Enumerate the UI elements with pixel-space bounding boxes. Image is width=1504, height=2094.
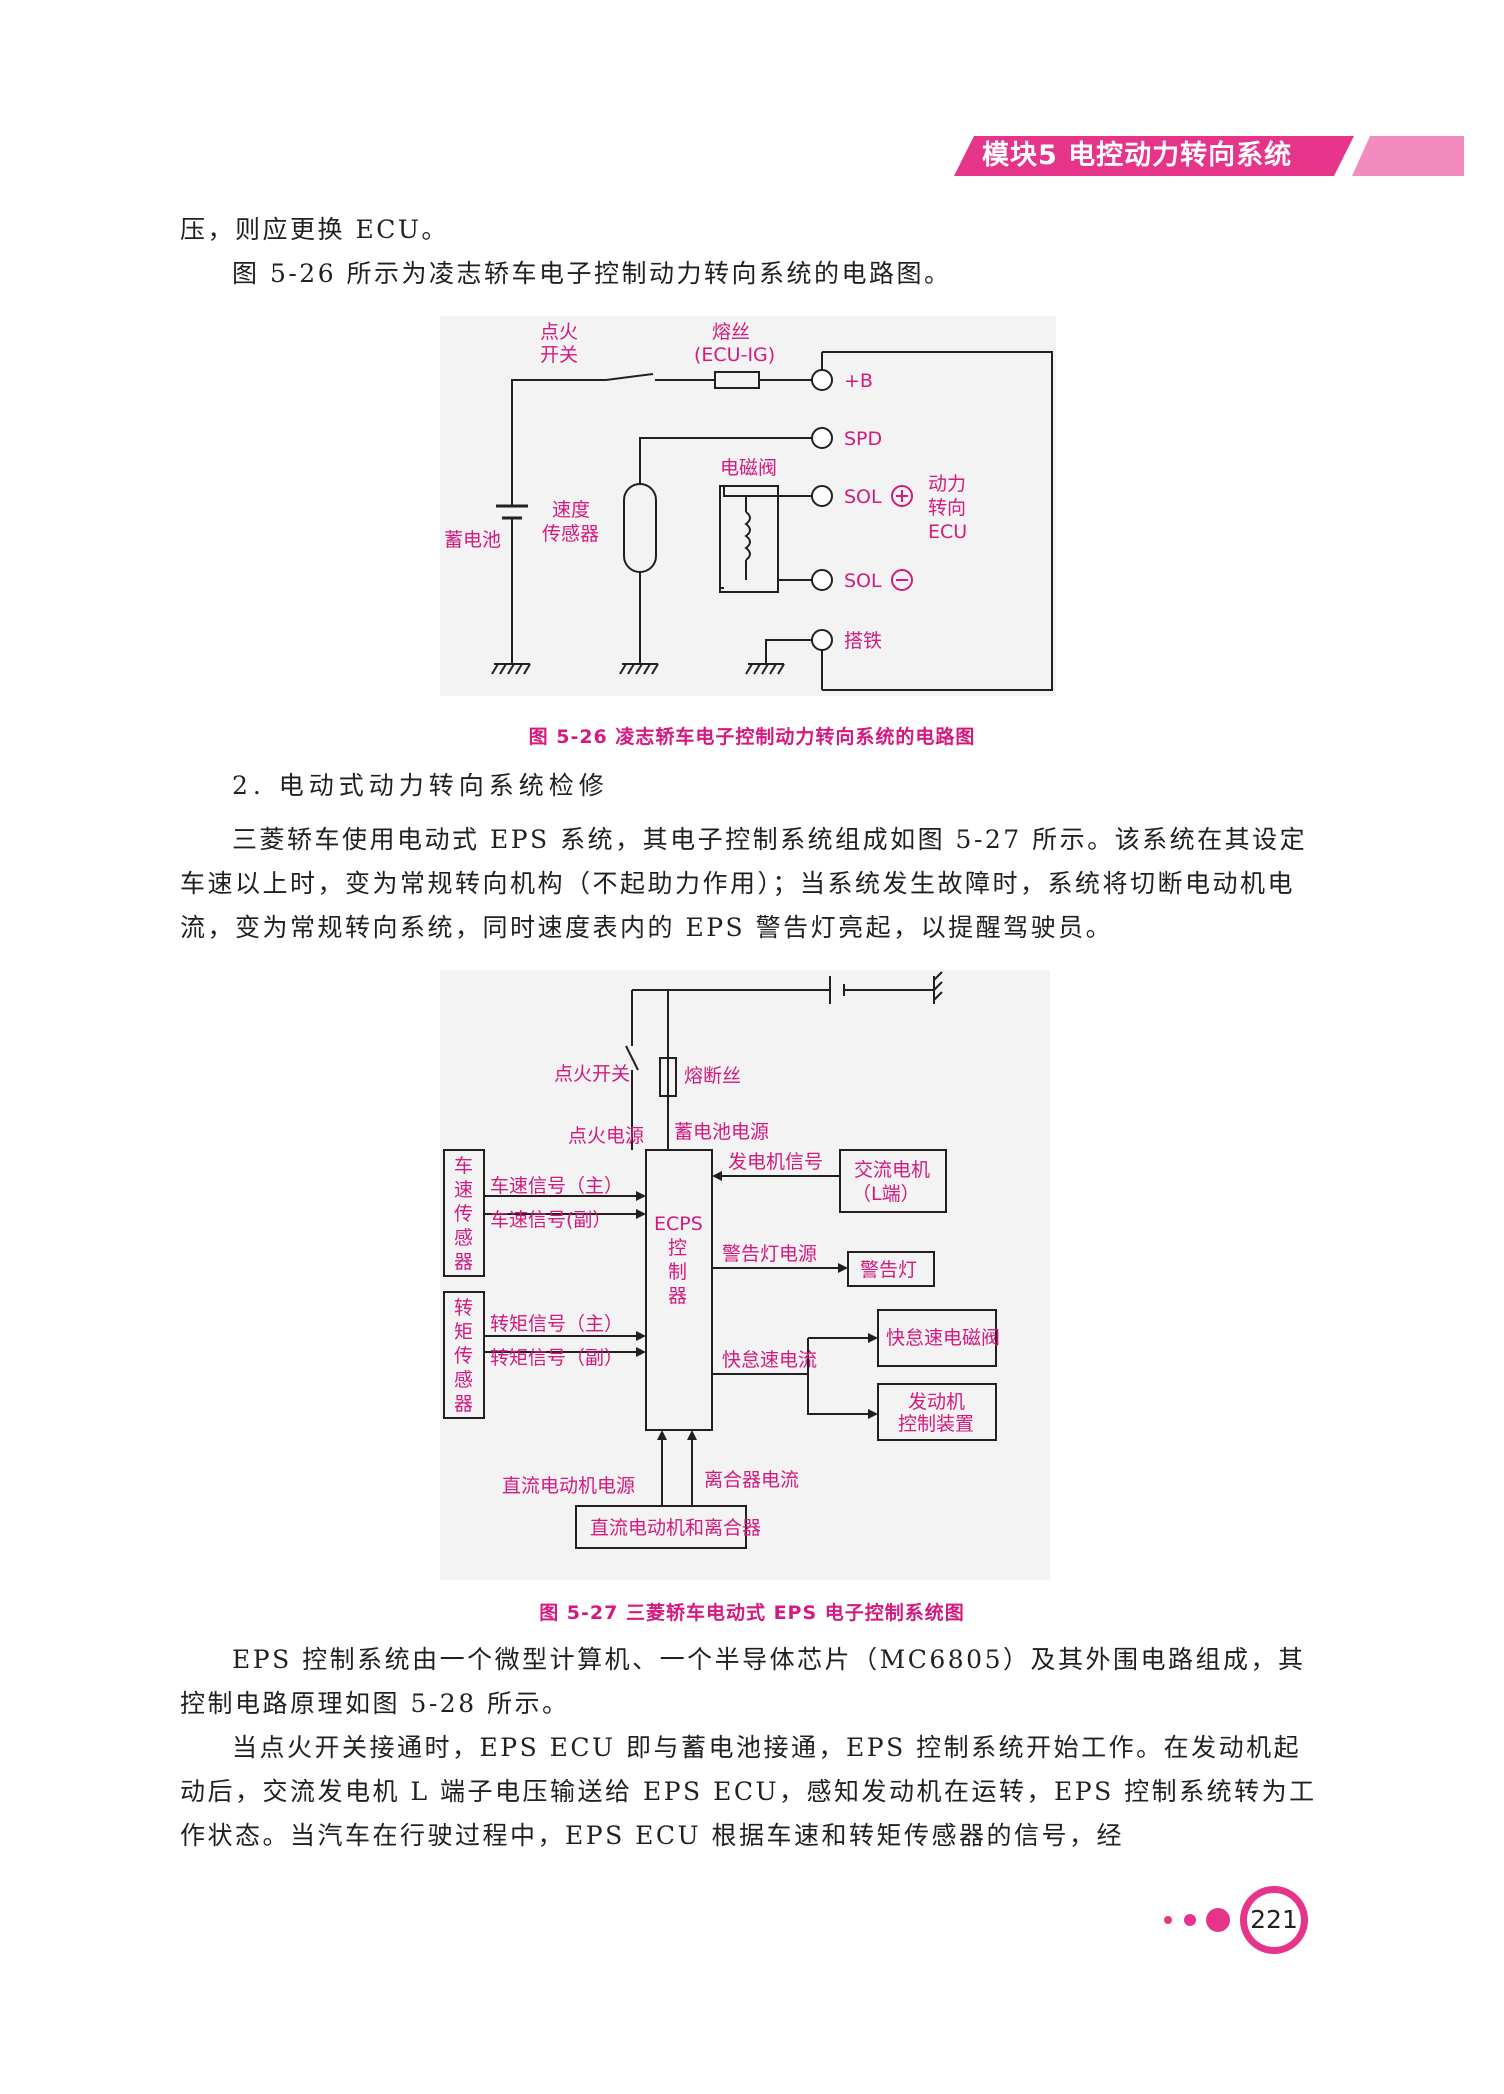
fuse-label: 熔断丝 [684, 1065, 741, 1087]
header-band-tail [1352, 136, 1464, 176]
speed-sensor-label-2: 传感器 [542, 523, 599, 545]
solenoid-label: 电磁阀 [720, 457, 777, 479]
figure-5-26-circuit: 点火 开关 熔丝 (ECU-IG) 蓄电池 速度 传感器 电磁阀 +B SPD … [440, 316, 1056, 696]
battery-label: 蓄电池 [444, 529, 501, 551]
ecps-char: 制 [668, 1261, 687, 1283]
idle-current-label: 快怠速电流 [722, 1349, 817, 1371]
speed-sensor-char: 速 [454, 1179, 473, 1201]
torque-main-label: 转矩信号（主） [490, 1313, 623, 1335]
torque-sensor-char: 转 [454, 1297, 473, 1319]
ecps-char: 器 [668, 1285, 687, 1307]
ecps-label: ECPS [654, 1213, 703, 1235]
pin-sol-pos-label: SOL [844, 486, 882, 508]
paragraph-2: 图 5-26 所示为凌志轿车电子控制动力转向系统的电路图。 [232, 259, 952, 288]
warning-lamp-label: 警告灯 [860, 1259, 917, 1281]
module-title: 模块5 电控动力转向系统 [982, 140, 1293, 171]
ignition-power-label: 点火电源 [568, 1125, 644, 1147]
ecps-char: 控 [668, 1237, 687, 1259]
paragraph-1: 压，则应更换 ECU。 [180, 215, 449, 244]
alternator-label-2: （L端） [852, 1183, 920, 1205]
paragraph-5: 当点火开关接通时，EPS ECU 即与蓄电池接通，EPS 控制系统开始工作。在发… [180, 1733, 1317, 1850]
pin-ground-label: 搭铁 [844, 630, 882, 652]
speed-sub-label: 车速信号(副） [490, 1209, 611, 1231]
pin-b-label: +B [844, 370, 873, 392]
figure-5-27-caption: 图 5-27 三菱轿车电动式 EPS 电子控制系统图 [539, 1602, 965, 1624]
fuse-label-2: (ECU-IG) [694, 344, 775, 366]
fuse-label-1: 熔丝 [712, 321, 750, 343]
alternator-label-1: 交流电机 [854, 1159, 930, 1181]
paragraph-3: 三菱轿车使用电动式 EPS 系统，其电子控制系统组成如图 5-27 所示。该系统… [180, 825, 1308, 942]
generator-signal-label: 发电机信号 [728, 1151, 823, 1173]
page-number: 221 [1250, 1905, 1298, 1934]
engine-control-label-2: 控制装置 [898, 1413, 974, 1435]
torque-sensor-char: 感 [454, 1369, 473, 1391]
speed-sensor-char: 器 [454, 1251, 473, 1273]
ignition-label-1: 点火 [540, 321, 578, 343]
torque-sensor-char: 矩 [454, 1321, 473, 1343]
ignition-switch-label: 点火开关 [554, 1063, 630, 1085]
speed-sensor-char: 感 [454, 1227, 473, 1249]
ecu-label-3: ECU [928, 521, 967, 543]
speed-main-label: 车速信号（主） [490, 1175, 623, 1197]
speed-sensor-char: 传 [454, 1203, 473, 1225]
figure-5-27-block-diagram: 点火开关 熔断丝 点火电源 蓄电池电源 发电机信号 交流电机 （L端） 车 速 … [440, 970, 1050, 1580]
paragraph-4: EPS 控制系统由一个微型计算机、一个半导体芯片（MC6805）及其外围电路组成… [180, 1645, 1306, 1718]
torque-sub-label: 转矩信号（副） [490, 1347, 623, 1369]
figure-5-26-caption: 图 5-26 凌志轿车电子控制动力转向系统的电路图 [528, 726, 976, 748]
ecu-label-2: 转向 [928, 497, 966, 519]
idle-valve-label: 快怠速电磁阀 [886, 1327, 1000, 1349]
page-number-decoration [1164, 1886, 1308, 1954]
speed-sensor-label-1: 速度 [552, 499, 590, 521]
pin-sol-neg-label: SOL [844, 570, 882, 592]
motor-clutch-label: 直流电动机和离合器 [590, 1517, 761, 1539]
engine-control-label-1: 发动机 [908, 1391, 965, 1413]
section-title: 2. 电动式动力转向系统检修 [232, 771, 609, 800]
torque-sensor-char: 器 [454, 1393, 473, 1415]
dc-motor-power-label: 直流电动机电源 [502, 1475, 635, 1497]
pin-spd-label: SPD [844, 428, 882, 450]
torque-sensor-char: 传 [454, 1345, 473, 1367]
speed-sensor-char: 车 [454, 1155, 473, 1177]
clutch-current-label: 离合器电流 [704, 1469, 799, 1491]
battery-power-label: 蓄电池电源 [674, 1121, 769, 1143]
warning-power-label: 警告灯电源 [722, 1243, 817, 1265]
ignition-label-2: 开关 [540, 344, 578, 366]
ecu-label-1: 动力 [928, 473, 966, 495]
